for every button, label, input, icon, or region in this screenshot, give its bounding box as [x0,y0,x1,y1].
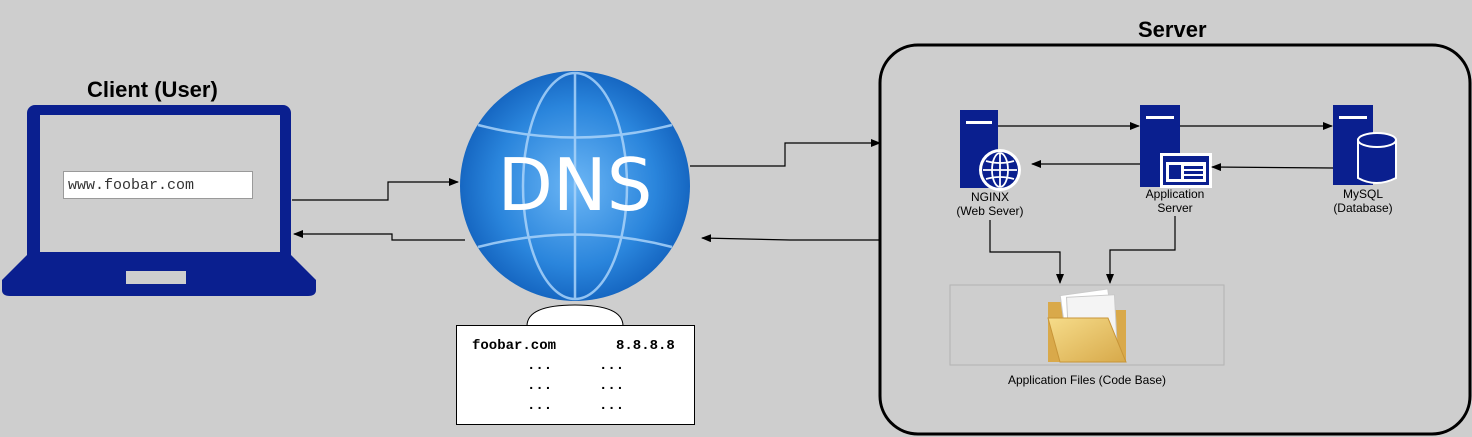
app-server-label: Application Server [1125,187,1225,215]
nginx-name: NGINX [970,190,1009,204]
app-server-icon [1140,105,1212,188]
dns-row: ... ... [457,378,694,398]
url-text: www.foobar.com [68,177,195,194]
app-server-sub: Server [1157,201,1193,215]
database-server-icon [1333,105,1397,185]
dns-domain: ... [527,398,553,414]
app-files-container [949,284,1225,366]
dns-domain: ... [527,358,553,374]
connectors [292,122,1334,284]
server-title: Server [1138,17,1207,42]
app-server-name: Application [1145,187,1205,201]
dns-ip: ... [599,398,625,414]
mysql-label: MySQL (Database) [1313,187,1413,215]
mysql-sub: (Database) [1333,201,1393,215]
nginx-sub: (Web Sever) [956,204,1024,218]
folder-icon [1047,288,1127,363]
dns-record-table: foobar.com 8.8.8.8 ... ... ... ... ... .… [456,325,695,425]
dns-label: DNS [497,143,653,227]
client-title: Client (User) [87,77,218,102]
dns-ip: ... [599,358,625,374]
web-server-icon [960,110,1021,191]
dns-row: ... ... [457,358,694,378]
globe-icon [460,71,690,301]
mysql-name: MySQL [1342,187,1383,201]
laptop-icon [2,105,316,296]
dns-row: ... ... [457,398,694,418]
dns-ip: 8.8.8.8 [616,338,675,354]
dns-record-tab [526,304,624,327]
dns-domain: ... [527,378,553,394]
dns-row: foobar.com 8.8.8.8 [457,338,694,358]
dns-domain: foobar.com [472,338,557,354]
url-input[interactable]: www.foobar.com [63,171,253,199]
nginx-label: NGINX (Web Sever) [940,190,1040,218]
dns-ip: ... [599,378,625,394]
app-files-label: Application Files (Code Base) [1007,373,1167,387]
